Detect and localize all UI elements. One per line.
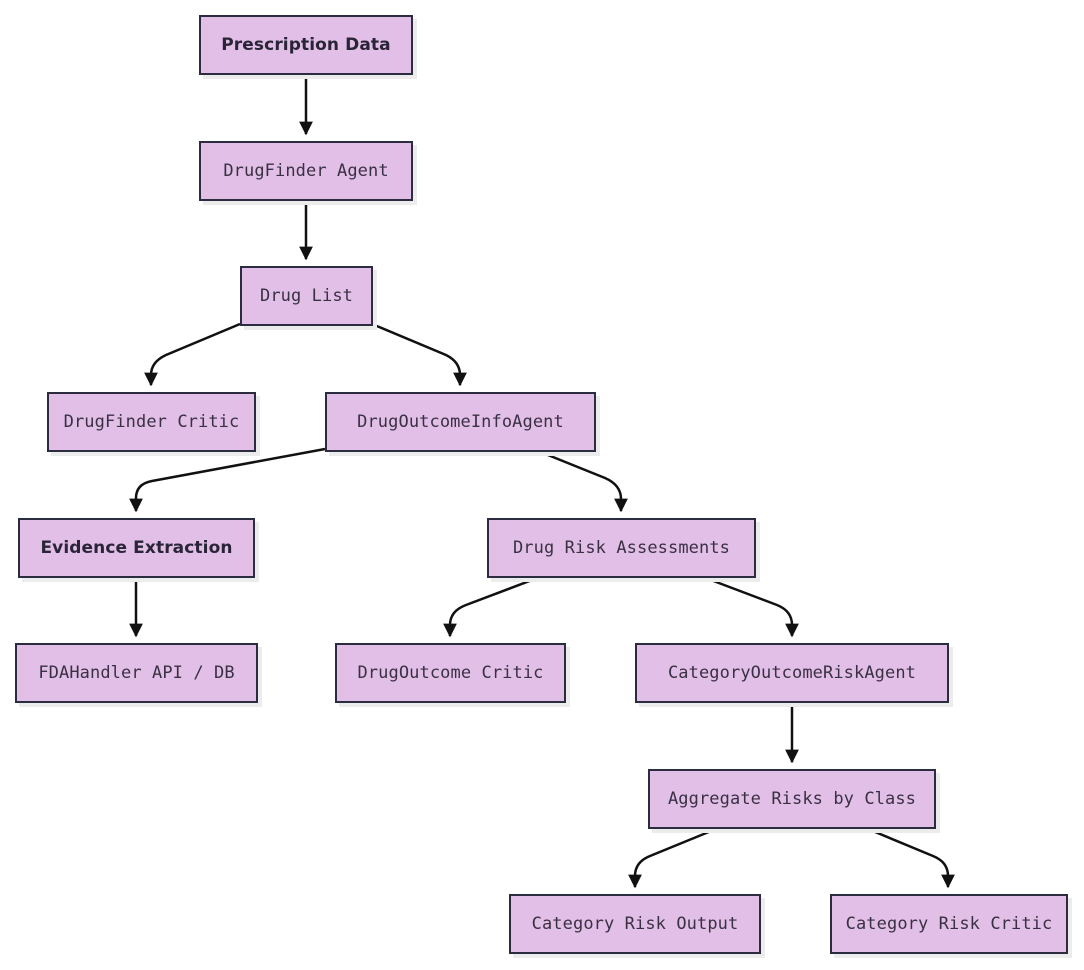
edge-drugoutcomeinfoagent-to-drug-risk-assessments: [537, 449, 628, 513]
edge-drug-list-to-drugfinder-critic: [144, 322, 241, 387]
node-drugoutcome-critic[interactable]: DrugOutcome Critic: [335, 643, 566, 703]
edge-aggregate-risks-to-category-risk-output: [628, 827, 717, 889]
node-categoryoutcomeriskagent[interactable]: CategoryOutcomeRiskAgent: [635, 643, 949, 703]
node-drug-list[interactable]: Drug List: [240, 266, 373, 326]
node-evidence-extraction[interactable]: Evidence Extraction: [18, 518, 255, 578]
edge-drug-risk-assessments-to-drugoutcome-critic: [443, 575, 541, 638]
edge-aggregate-risks-to-category-risk-critic: [867, 827, 955, 889]
edge-drug-risk-assessments-to-categoryoutcomeriskagent: [702, 575, 799, 638]
node-aggregate-risks-by-class[interactable]: Aggregate Risks by Class: [648, 769, 936, 829]
edge-drugoutcomeinfoagent-to-evidence-extraction: [129, 447, 326, 513]
edge-drug-list-to-drugoutcomeinfoagent: [371, 322, 467, 387]
node-drugfinder-agent[interactable]: DrugFinder Agent: [199, 141, 413, 201]
node-drugfinder-critic[interactable]: DrugFinder Critic: [47, 392, 256, 452]
node-drugoutcomeinfoagent[interactable]: DrugOutcomeInfoAgent: [325, 392, 596, 452]
node-category-risk-critic[interactable]: Category Risk Critic: [830, 894, 1068, 954]
node-drug-risk-assessments[interactable]: Drug Risk Assessments: [487, 518, 756, 578]
node-fdahandler-api-db[interactable]: FDAHandler API / DB: [15, 643, 258, 703]
node-category-risk-output[interactable]: Category Risk Output: [509, 894, 761, 954]
node-prescription-data[interactable]: Prescription Data: [199, 15, 413, 75]
